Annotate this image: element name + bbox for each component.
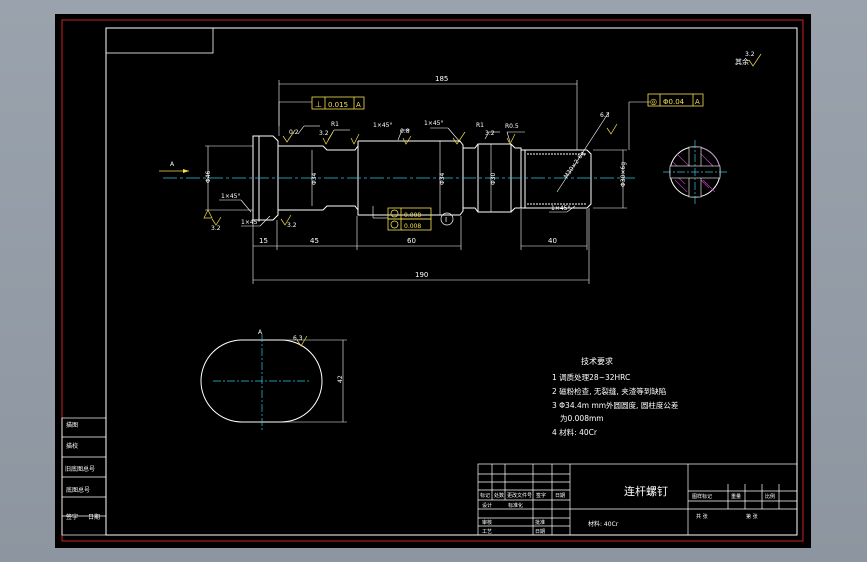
gdt-concentricity xyxy=(647,93,704,107)
concentric-symbol: ◎ xyxy=(650,97,657,106)
dim-phi46: Φ46 xyxy=(205,170,212,183)
chamfer-2: 1×45° xyxy=(241,219,260,226)
rough-note-symbol xyxy=(748,53,762,67)
rough-32-b: 3.2 xyxy=(485,130,495,137)
tech-item-1: 1 调质处理28~32HRC xyxy=(552,372,630,382)
end-view xyxy=(200,334,347,430)
chamfer-4: 1×45° xyxy=(424,120,443,127)
rough-note-value: 3.2 xyxy=(745,51,755,58)
dim-phi34-b: Φ34 xyxy=(439,172,446,185)
dim-42: 42 xyxy=(337,375,344,383)
tb-right-1: 图样标记 xyxy=(692,493,712,500)
r-05: R0.5 xyxy=(505,123,519,130)
view-marker: I xyxy=(445,216,447,224)
tb-label-4: 签字 xyxy=(536,492,546,499)
rough-63: 6.3 xyxy=(600,112,610,119)
chamfer-5: 1×45° xyxy=(551,205,570,212)
dim-40: 40 xyxy=(548,237,557,245)
title-block xyxy=(477,463,798,536)
tech-heading: 技术要求 xyxy=(581,356,613,366)
strip-label-5: 签字 xyxy=(66,513,78,521)
drawing-canvas: 描图 描校 旧底图总号 底图总号 签字 日期 标记 处数 更改文件号 签字 日期… xyxy=(55,14,811,548)
rough-08: 0.8 xyxy=(400,128,410,135)
perp-datum: A xyxy=(356,101,361,109)
tb-label-11: 日期 xyxy=(535,529,545,535)
r-02: 0.2 xyxy=(289,129,299,136)
tech-item-3: 3 Φ34.4m mm外圆圆度, 圆柱度公差 xyxy=(552,400,679,410)
concentric-datum: A xyxy=(695,98,700,106)
roughness-symbols xyxy=(211,123,618,226)
tb-label-2: 处数 xyxy=(494,492,504,499)
tb-label-1: 标记 xyxy=(480,492,490,499)
perp-value: 0.015 xyxy=(328,101,348,109)
cad-drawing: 描图 描校 旧底图总号 底图总号 签字 日期 标记 处数 更改文件号 签字 日期… xyxy=(61,19,804,542)
strip-label-1: 描图 xyxy=(66,421,78,429)
concentric-value: Φ0.04 xyxy=(663,98,685,106)
strip-label-6: 日期 xyxy=(88,513,100,521)
view-marker-circle xyxy=(440,212,454,226)
tb-label-10: 工艺 xyxy=(482,529,492,535)
tb-right-4: 共 张 xyxy=(696,513,708,520)
tech-item-2: 2 磁粉检查, 无裂缝, 夹渣等到缺陷 xyxy=(552,386,666,396)
strip-label-4: 底图总号 xyxy=(66,486,90,494)
dim-thread-depth: Φ30×6g xyxy=(620,162,627,187)
tb-label-7: 标准化 xyxy=(508,502,523,509)
tb-right-5: 第 张 xyxy=(746,513,758,520)
drawing-title: 连杆螺钉 xyxy=(624,484,668,498)
dim-60: 60 xyxy=(407,237,416,245)
strip-label-2: 描校 xyxy=(66,442,78,450)
section-view xyxy=(663,140,727,204)
section-arrow-head xyxy=(183,169,189,173)
gdt-perpendicularity xyxy=(311,96,365,110)
left-strip xyxy=(61,417,107,536)
tb-label-6: 设计 xyxy=(482,502,492,509)
rough-63-b: 6.3 xyxy=(293,335,303,342)
chamfer-1: 1×45° xyxy=(221,193,240,200)
tb-right-2: 重量 xyxy=(731,493,741,500)
r1-a: R1 xyxy=(331,121,339,128)
dim-45: 45 xyxy=(310,237,319,245)
inner-border xyxy=(105,27,798,536)
dim-190: 190 xyxy=(415,271,428,279)
perp-symbol: ⊥ xyxy=(315,100,322,109)
dim-185: 185 xyxy=(435,75,448,83)
roundness-value: 0.008 xyxy=(404,212,421,219)
r1-b: R1 xyxy=(476,122,484,129)
dim-phi30: Φ30 xyxy=(490,172,497,185)
dimension-lines xyxy=(205,80,650,284)
end-view-label: A xyxy=(258,329,263,336)
tb-label-9: 批准 xyxy=(535,519,545,526)
datum-triangle xyxy=(203,209,213,219)
top-left-box xyxy=(105,27,214,54)
tb-label-8: 审核 xyxy=(482,519,492,526)
chamfer-3: 1×45° xyxy=(373,122,392,129)
tech-item-3b: 为0.008mm xyxy=(560,413,604,423)
strip-label-3: 旧底图总号 xyxy=(65,465,95,473)
outer-frame xyxy=(61,19,804,542)
tb-right-3: 比例 xyxy=(765,493,775,500)
gdt-roundness xyxy=(387,207,432,231)
rough-32-c: 3.2 xyxy=(287,222,297,229)
section-label-A: A xyxy=(170,161,175,168)
cylindricity-value: 0.008 xyxy=(404,223,421,230)
tb-label-3: 更改文件号 xyxy=(507,492,532,499)
dim-15: 15 xyxy=(259,237,268,245)
rough-32-a: 3.2 xyxy=(319,130,329,137)
rough-32-left: 3.2 xyxy=(211,225,221,232)
tb-label-5: 日期 xyxy=(555,493,565,499)
rough-note: 其余 xyxy=(735,57,749,66)
material-label: 材料: 40Cr xyxy=(588,520,619,528)
dim-thread: M30×2-6g xyxy=(563,150,587,180)
dim-phi34-a: Φ34 xyxy=(311,172,318,185)
tech-item-4: 4 材料: 40Cr xyxy=(552,427,598,437)
